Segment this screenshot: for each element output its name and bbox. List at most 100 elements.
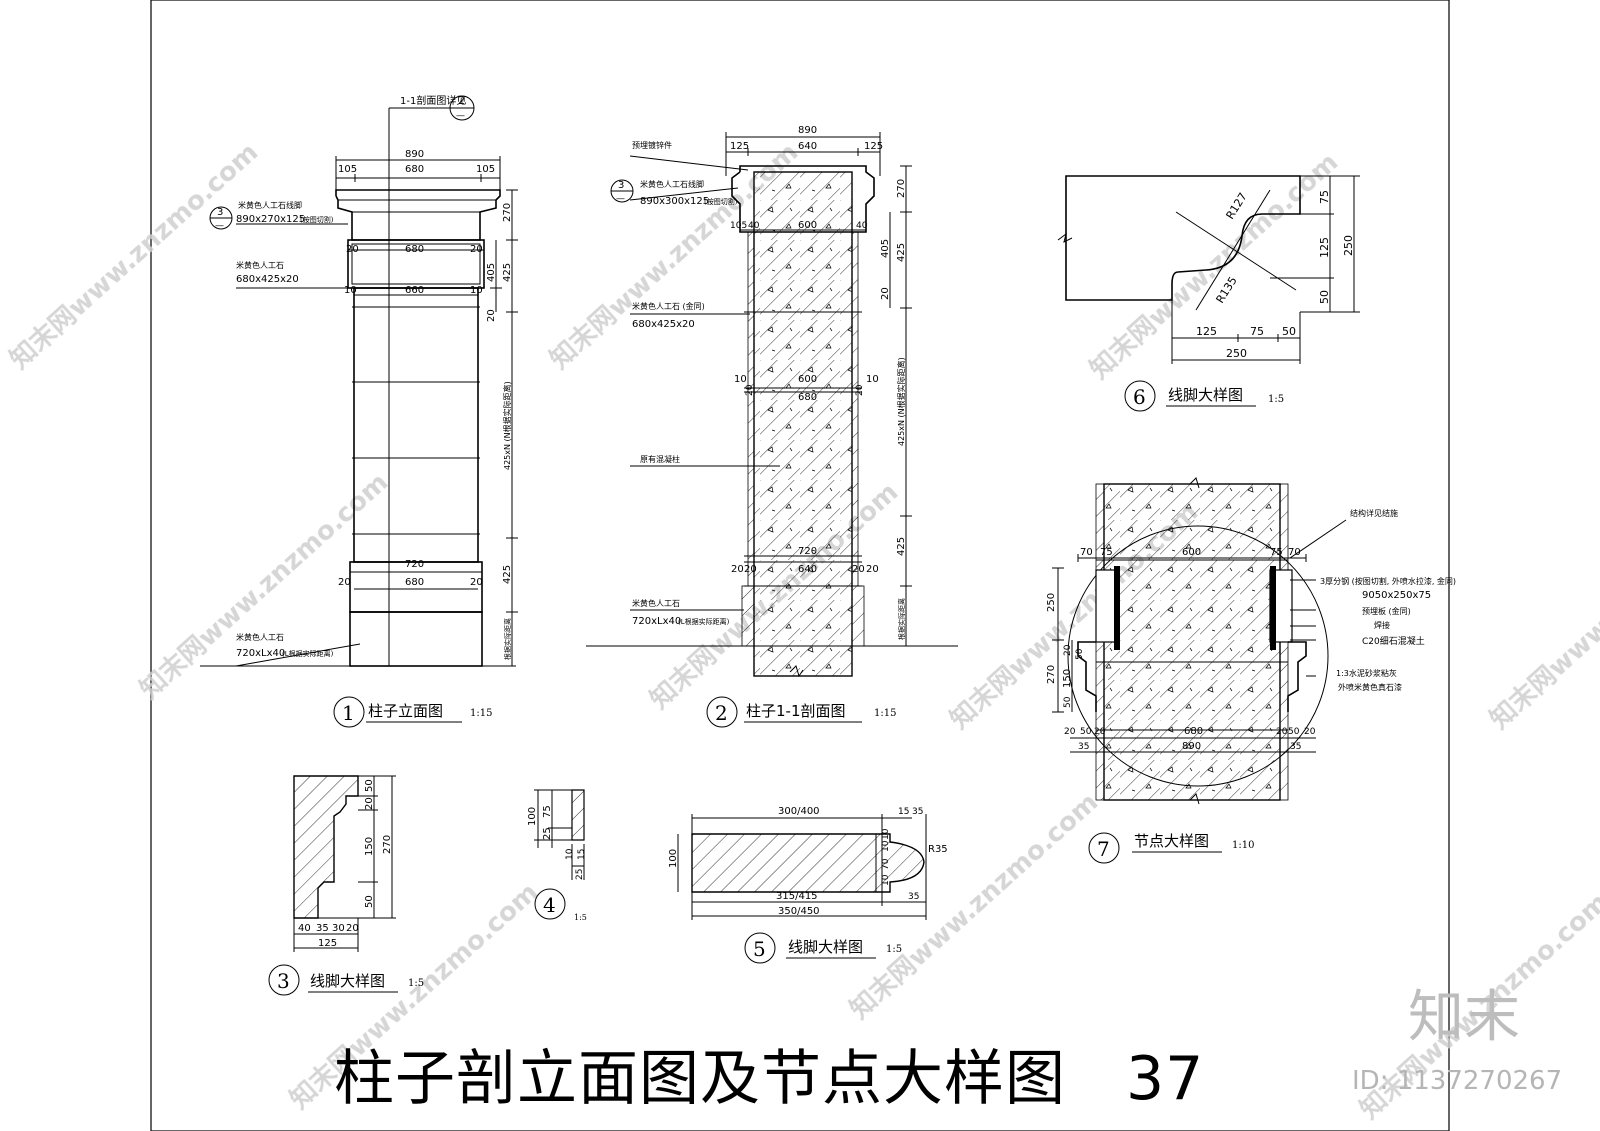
material-size-label: 680x425x20	[632, 319, 695, 330]
material-label: 米黄色人工石	[632, 598, 680, 608]
dimension-label: 10	[565, 848, 575, 860]
material-note: (L根据实际距离)	[282, 649, 334, 658]
dimension-label: 20	[346, 923, 359, 934]
dimension-label: 30	[332, 923, 345, 934]
dimension-label: 20	[364, 797, 375, 810]
material-label: 米黄色人工石	[236, 632, 284, 642]
material-note: (按图切割)	[704, 197, 738, 206]
material-label: 米黄色人工石线脚	[238, 200, 302, 210]
watermark-text: 知末网www.znzmo.com	[5, 137, 265, 375]
dimension-label: 250	[1046, 593, 1057, 612]
dimension-label: 150	[1062, 669, 1073, 688]
dimension-label: 600	[798, 374, 817, 385]
dimension-label: 250	[1226, 347, 1247, 360]
material-label: 米黄色人工石线脚	[640, 179, 704, 189]
radius-label: R35	[928, 844, 948, 855]
dimension-label: 250	[1342, 235, 1355, 256]
dimension-label: 425xN (N根据实际距离)	[502, 381, 512, 470]
material-label: 3厚分钢 (按图切割, 外喷水拉漆, 金同)	[1320, 576, 1456, 586]
watermark-text: 知末网www.znzmo.com	[845, 787, 1105, 1025]
dimension-label: 890	[1182, 741, 1201, 752]
dimension-label: 50	[1318, 290, 1331, 304]
view-title: 节点大样图	[1134, 832, 1209, 850]
view-scale: 1:15	[874, 708, 896, 719]
dimension-label: 10	[344, 285, 357, 296]
view-number: 6	[1133, 385, 1146, 409]
material-note: (L根据实际距离)	[678, 617, 730, 626]
material-size-label: 9050x250x75	[1362, 590, 1431, 601]
dimension-label: 50	[364, 895, 375, 908]
view-number: 5	[753, 937, 766, 961]
dimension-label: 660	[405, 285, 424, 296]
dimension-label: 125	[318, 938, 337, 949]
dimension-label: 75	[1318, 190, 1331, 204]
view-number: 7	[1097, 837, 1110, 861]
dimension-label: 50	[1288, 727, 1300, 737]
material-label: 外喷米黄色真石漆	[1338, 682, 1402, 692]
material-label: 焊接	[1374, 620, 1390, 630]
dimension-label: 425	[896, 243, 907, 262]
section-reference-label: 1-1剖面图详见	[400, 94, 466, 107]
dimension-label: 150	[364, 837, 375, 856]
dimension-label: 40	[298, 923, 311, 934]
material-label: 结构详见结施	[1350, 508, 1398, 518]
dimension-label: 680	[405, 164, 424, 175]
brand-logo: 知末	[1408, 985, 1520, 1050]
dimension-label: 105	[730, 221, 747, 231]
dimension-label: 640	[798, 564, 817, 575]
dimension-label: 20	[852, 564, 865, 575]
dimension-label: 425	[502, 263, 513, 282]
view-title: 柱子1-1剖面图	[746, 702, 846, 720]
dimension-label: 15	[577, 849, 587, 860]
dimension-label: 20	[1063, 644, 1073, 656]
view-2-section	[586, 132, 958, 678]
dimension-label: 20	[855, 384, 865, 396]
dimension-label: 350/450	[778, 906, 820, 917]
dimension-label: 10	[734, 374, 747, 385]
view-scale: 1:5	[886, 944, 902, 955]
dimension-label: 75	[542, 805, 553, 818]
dimension-label: 10	[881, 874, 891, 886]
dimension-label: 125	[1196, 325, 1217, 338]
dimension-label: 640	[798, 141, 817, 152]
material-size-label: 680x425x20	[236, 274, 299, 285]
dimension-label: 40	[748, 221, 760, 231]
dimension-label: 405	[486, 263, 497, 282]
view-5-labels: 300/400 15 35 100 R35 10 10 70 10 315/41…	[668, 806, 948, 917]
material-note: (按图切割)	[300, 215, 334, 224]
dimension-label: 70	[1080, 547, 1093, 558]
dimension-label: 20	[338, 577, 351, 588]
dimension-label: 35	[908, 892, 919, 902]
dimension-label: 125	[864, 141, 883, 152]
watermark-text: 知末网www.znzmo.com	[1485, 497, 1600, 735]
view-6-profile	[1057, 175, 1360, 364]
dimension-label: 10	[881, 840, 891, 852]
dimension-label: 25	[575, 869, 585, 880]
dimension-label: 10	[881, 828, 891, 840]
view-scale: 1:10	[1232, 840, 1254, 851]
dimension-label: 680	[405, 244, 424, 255]
dimension-label: 20	[744, 564, 757, 575]
dimension-label: 根据实际距离	[503, 618, 512, 660]
dimension-label: 75	[1100, 547, 1113, 558]
dimension-label: 300/400	[778, 806, 820, 817]
dimension-label: 315/415	[776, 891, 818, 902]
material-size-label: 890x270x125	[236, 214, 305, 225]
dimension-label: 40	[856, 221, 868, 231]
view-7-node	[1052, 477, 1347, 805]
dimension-label: 70	[881, 858, 891, 870]
dimension-label: 20	[1064, 727, 1076, 737]
dimension-label: 125	[730, 141, 749, 152]
view-scale: 1:5	[574, 913, 587, 922]
dimension-label: 20	[486, 309, 497, 322]
material-size-label: 720xLx40	[236, 648, 285, 659]
dimension-label: 根据实际距离	[897, 598, 906, 640]
callout-number: 3	[618, 180, 624, 191]
dimension-label: 75	[1250, 325, 1264, 338]
view-5-profile	[677, 814, 927, 920]
dimension-label: 20	[470, 244, 483, 255]
dimension-label: 890	[405, 149, 424, 160]
material-label: 预埋板 (金同)	[1362, 606, 1411, 616]
dimension-label: 20	[1094, 727, 1106, 737]
